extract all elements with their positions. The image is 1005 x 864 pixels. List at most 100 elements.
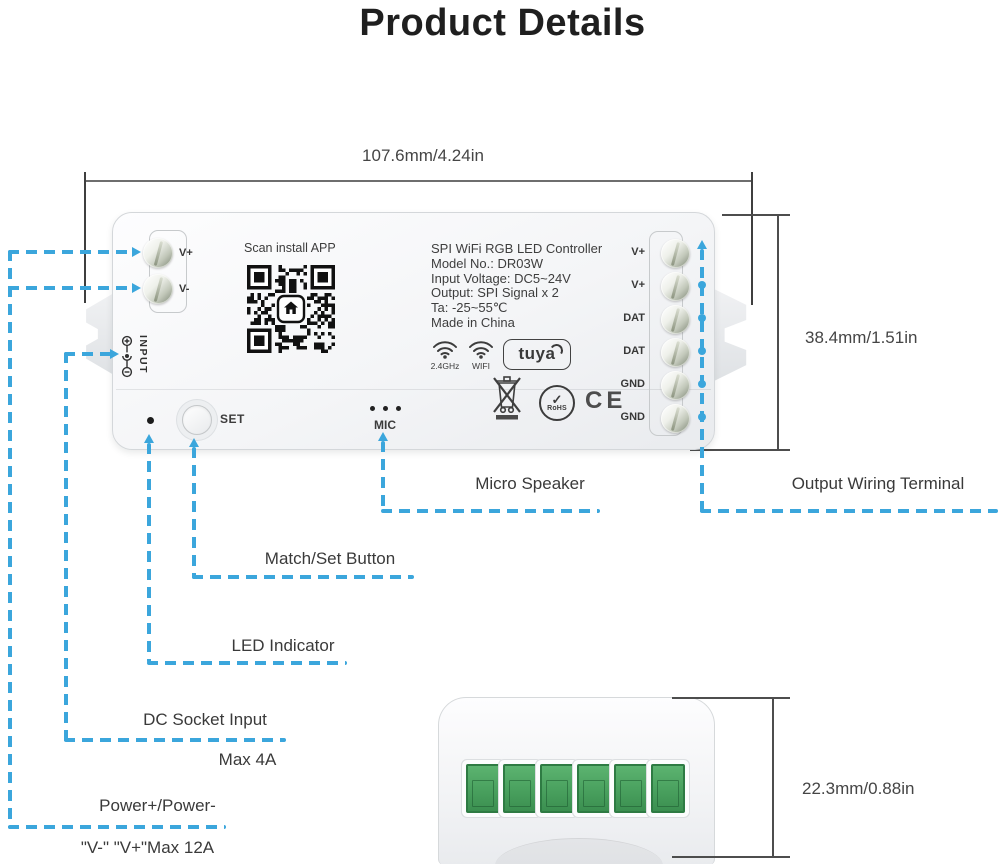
output-terminal-label: GND [620,411,645,423]
dc-callout-hline [64,738,286,742]
set-callout-hline [192,575,414,579]
led-callout-hline [147,661,347,665]
rohs-label: RoHS [547,405,567,412]
power-max-label: "V-" "V+"Max 12A [80,838,215,857]
terminal-pointer-dot [698,314,706,322]
output-terminal-label: V+ [631,246,645,258]
depth-dimension-line [772,697,774,857]
dc-max-label: Max 4A [218,750,277,769]
output-wiring-label: Output Wiring Terminal [791,474,965,493]
spec-line: Model No.: DR03W [431,255,543,271]
rohs-check-icon: ✓ [551,392,563,407]
input-terminal-screw [143,274,173,304]
qr-code [247,265,335,353]
mic-arrow [378,432,388,441]
weee-bin-icon [493,376,521,420]
controller-end-view [438,697,715,864]
match-set-label: Match/Set Button [264,549,396,568]
spec-line: Ta: -25~55℃ [431,300,508,316]
green-terminal-port [577,764,611,813]
mic-hole [383,406,388,411]
mic-callout-hline [381,509,600,513]
wifi-2g4-icon [433,341,457,359]
output-terminal-label: GND [620,378,645,390]
terminal-pointer-dot [698,347,706,355]
led-indicator-label: LED Indicator [231,636,335,655]
mic-label: MIC [374,418,396,432]
height-dimension-label: 38.4mm/1.51in [805,328,918,347]
wifi-icon [469,341,493,359]
spec-line: Output: SPI Signal x 2 [431,285,559,301]
output-terminal-outline [649,231,683,436]
spec-line: SPI WiFi RGB LED Controller [431,241,603,256]
tuya-logo: tuya [503,339,571,370]
set-callout-vline [192,447,196,579]
terminal-pointer-dot [698,380,706,388]
led-callout-vline [147,443,151,663]
width-extension-line-right [751,172,753,305]
vminus-callout-line [8,286,134,290]
power-label: Power+/Power- [99,796,216,815]
input-terminal-label: V+ [179,247,193,259]
output-terminal-screw [661,272,690,301]
dc-polarity-icon [121,335,133,378]
output-terminal-label: DAT [623,345,645,357]
dc-input-callout-line [64,352,112,356]
mic-callout-vline [381,441,385,513]
power-callout-vline [8,250,12,829]
width-extension-line-left [84,172,86,303]
scan-app-label: Scan install APP [244,241,336,255]
spec-line: Input Voltage: DC5~24V [431,270,571,286]
ce-mark: CE [585,387,627,414]
dc-input-arrow [110,349,119,359]
mounting-tab-right [712,288,747,382]
vplus-arrow [132,247,141,257]
vplus-callout-line [8,250,134,254]
vminus-arrow [132,283,141,293]
output-terminal-screw [661,404,690,433]
micro-speaker-label: Micro Speaker [475,474,585,493]
green-terminal-port [540,764,574,813]
input-terminal-label: V- [179,283,190,295]
depth-dimension-label: 22.3mm/0.88in [802,779,915,798]
controller-front-view: V+ V- Scan install APP INPUT SPI WiFi RG… [112,212,715,450]
height-dimension-line [777,214,779,450]
width-dimension-line [84,180,752,182]
input-terminal-outline [149,230,187,313]
output-terminal-screw [661,371,690,400]
output-terminal-label: V+ [631,279,645,291]
output-arrow [697,240,707,249]
page-title: Product Details [359,2,646,44]
depth-tick-top [672,697,790,699]
product-spec-text: SPI WiFi RGB LED Controller Model No.: D… [431,241,603,331]
mic-hole [396,406,401,411]
terminal-pointer-dot [698,413,706,421]
height-tick-bottom [690,449,790,451]
green-terminal-port [651,764,685,813]
wifi-2g4-label: 2.4GHz [430,361,460,371]
input-port-label: INPUT [137,335,149,374]
led-arrow [144,434,154,443]
set-button-label: SET [220,412,245,426]
input-terminal-screw [143,238,173,268]
set-button [182,405,212,435]
led-indicator [147,417,154,424]
height-tick-top [722,214,790,216]
mounting-tab-left [86,293,114,375]
output-terminal-screw [661,239,690,268]
dc-socket-label: DC Socket Input [143,710,267,729]
green-terminal-port [614,764,648,813]
dc-callout-vline [64,352,68,742]
rohs-badge: ✓ RoHS [539,385,575,421]
green-terminal-port [503,764,537,813]
width-dimension-label: 107.6mm/4.24in [362,146,484,165]
wifi-label: WIFI [472,361,490,371]
set-arrow [189,438,199,447]
case-notch [495,838,663,864]
terminal-pointer-dot [698,281,706,289]
mic-hole [370,406,375,411]
depth-tick-bottom [672,856,790,858]
output-terminal-screw [661,305,690,334]
output-callout-hline [700,509,998,513]
